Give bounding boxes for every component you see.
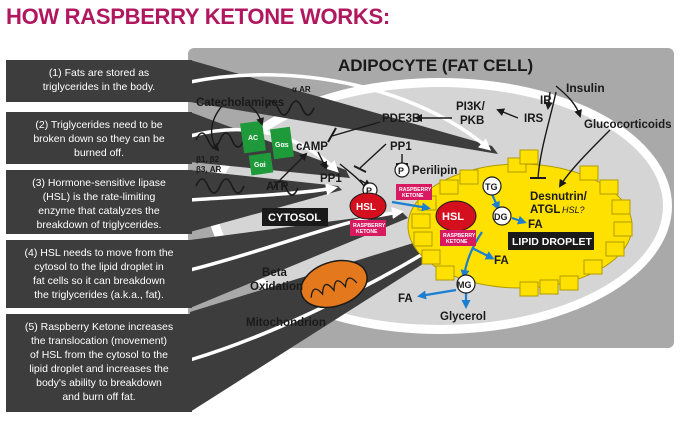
step-1-line-2: triglycerides in the body. [42,81,156,93]
insulin-label: Insulin [566,81,605,95]
cytosol-label: CYTOSOL [268,212,321,224]
lipid-droplet-label: LIPID DROPLET [512,236,593,248]
beta-ar-label-1: β1, β2 [196,155,220,164]
catecholamines-label: Catecholamines [196,97,284,109]
step-4-line-4: the triglycerides (a.k.a., fat). [34,289,164,301]
glycerol-label: Glycerol [440,311,486,323]
mg-label: MG [457,280,472,290]
step-5-box: (5) Raspberry Ketone increases the trans… [6,314,192,412]
ketone-tag-2-line-1: RASPBERRY [353,223,386,229]
fa-label-1: FA [528,219,543,231]
step-2-line-3: burned off. [73,147,124,159]
page-title: HOW RASPBERRY KETONE WORKS: [6,4,390,29]
lipid-droplet [407,149,633,297]
desnutrin-label-1: Desnutrin/ [530,191,588,203]
step-2-line-2: broken down so they can be [33,133,165,145]
step-4-line-2: cytosol to the lipid droplet in [34,261,164,273]
step-2-box: (2) Triglycerides need to be broken down… [6,112,192,164]
pi3k-label-1: PI3K/ [456,101,486,113]
step-4-box: (4) HSL needs to move from the cytosol t… [6,240,192,308]
step-3-line-1: (3) Hormone-sensitive lipase [32,177,166,189]
step-5-line-6: and burn off fat. [62,391,136,403]
hsl-ovals [349,192,477,232]
hsl-question-label: HSL? [562,205,585,215]
step-3-line-4: breakdown of triglycerides. [36,219,162,231]
step-1-box: (1) Fats are stored as triglycerides in … [6,60,192,102]
pp1-label-top: PP1 [390,141,412,153]
gi-label: Gαi [254,162,266,169]
beta-ar-label-2: β3, AR [196,165,222,174]
ketone-tags [350,184,476,246]
fa-label-2: FA [494,255,509,267]
mitochondrion-shape [300,259,368,309]
fa-label-3: FA [398,293,413,305]
step-5-line-5: body's ability to breakdown [36,377,162,389]
step-5-line-3: of HSL from the cytosol to the [30,349,168,361]
step-5-line-4: lipid droplet and increases the [29,363,169,375]
ketone-tag-1-line-1: RASPBERRY [399,187,432,193]
pp1-label-left: PP1 [320,173,342,185]
ketone-tag-1-line-2: KETONE [402,193,424,199]
metabolic-arrows [391,193,527,309]
gs-label: Gαs [275,142,289,149]
p-label-perilipin: P [398,166,404,176]
step-4-line-1: (4) HSL needs to move from the [24,247,174,259]
tg-label: TG [485,182,498,192]
glucocorticoids-label: Glucocorticoids [584,119,672,131]
perilipin-label: Perilipin [412,165,457,177]
pi3k-label-2: PKB [460,115,484,127]
step-2-line-1: (2) Triglycerides need to be [35,119,163,131]
camp-label: cAMP [296,141,328,153]
step-3-line-3: enzyme that catalyzes the [38,205,160,217]
beta-oxidation-label-1: Beta [262,267,288,279]
beta-oxidation-label-2: Oxidation [250,281,303,293]
ketone-tag-2-line-2: KETONE [356,229,378,235]
dg-label: DG [494,212,508,222]
ac-label: AC [248,135,258,142]
g-protein-blocks [240,120,294,176]
irs-label: IRS [524,113,544,125]
pde3b-label: PDE3B [382,113,420,125]
ketone-tag-3-line-1: RASPBERRY [443,233,476,239]
atp-label: ATP [266,181,288,193]
step-3-box: (3) Hormone-sensitive lipase (HSL) is th… [6,170,192,234]
step-3-line-2: (HSL) is the rate-limiting [42,191,156,203]
desnutrin-label-2: ATGL [530,204,560,216]
alpha-ar-label: α AR [292,85,311,94]
mitochondrion-label: Mitochondrion [246,317,326,329]
lipid-droplet-tag [508,232,594,250]
hsl-label-droplet: HSL [442,211,464,223]
step-5-line-1: (5) Raspberry Ketone increases [24,321,174,333]
signal-arrows [211,85,611,188]
cell-title: ADIPOCYTE (FAT CELL) [338,56,534,75]
p-label-hsl: P [366,186,372,196]
step-4-line-3: fat cells so it can breakdown [33,275,165,287]
step-1-line-1: (1) Fats are stored as [48,67,150,79]
hsl-label-cytosol: HSL [356,202,376,213]
ketone-tag-3-line-2: KETONE [446,239,468,245]
ir-label: IR [540,95,552,107]
step-5-line-2: the translocation (movement) [31,335,167,347]
receptors [195,100,315,196]
cytosol-tag [262,208,328,226]
